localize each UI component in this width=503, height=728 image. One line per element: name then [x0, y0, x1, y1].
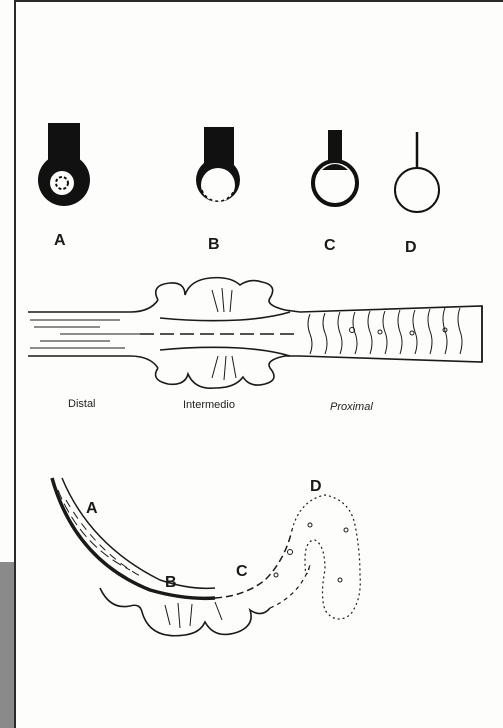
cross-section-label-c: C	[324, 237, 336, 255]
cross-section-b	[196, 127, 240, 202]
curved-label-c: C	[236, 563, 248, 581]
curved-section	[52, 478, 360, 636]
cross-section-c	[313, 130, 357, 205]
cross-section-label-b: B	[208, 236, 220, 254]
region-label-intermedio: Intermedio	[183, 399, 235, 411]
curved-label-d: D	[310, 478, 322, 496]
curved-label-a: A	[86, 500, 98, 518]
curved-label-b: B	[165, 574, 177, 592]
region-label-distal: Distal	[68, 398, 96, 410]
cross-section-d	[395, 132, 439, 212]
cross-section-label-d: D	[405, 239, 417, 257]
region-label-proximal: Proximal	[330, 401, 373, 413]
longitudinal-section	[28, 278, 482, 389]
cross-section-a	[38, 123, 90, 206]
cross-section-label-a: A	[54, 232, 66, 250]
